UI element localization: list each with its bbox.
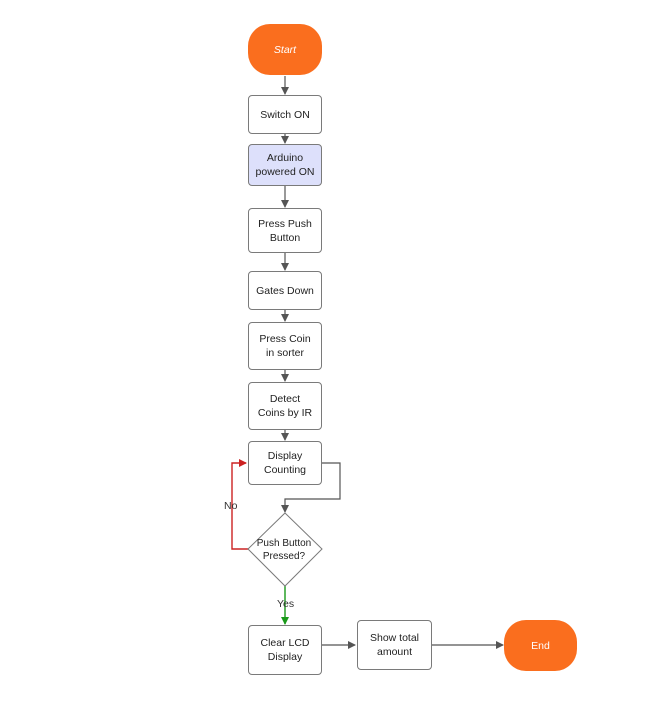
press-coin-label: Press Coin in sorter — [259, 333, 311, 359]
no-label: No — [224, 500, 238, 512]
yes-label: Yes — [277, 598, 295, 610]
switch-on-label: Switch ON — [260, 108, 310, 121]
arrow-no-loop — [231, 459, 249, 550]
press-push-button-step: Press Push Button — [248, 208, 322, 253]
switch-on-step: Switch ON — [248, 95, 322, 134]
detect-coins-label: Detect Coins by IR — [257, 393, 313, 419]
display-counting-label: Display Counting — [263, 450, 307, 476]
show-total-label: Show total amount — [369, 632, 420, 658]
arduino-powered-label: Arduino powered ON — [255, 152, 315, 178]
clear-lcd-label: Clear LCD Display — [260, 637, 310, 663]
clear-lcd-step: Clear LCD Display — [248, 625, 322, 675]
press-coin-step: Press Coin in sorter — [248, 322, 322, 370]
arrow-display-to-decision — [281, 462, 341, 513]
start-terminal: Start — [248, 24, 322, 75]
gates-down-step: Gates Down — [248, 271, 322, 310]
end-terminal: End — [504, 620, 577, 671]
decision-label: Push Button Pressed? — [256, 538, 312, 562]
gates-down-label: Gates Down — [256, 284, 314, 297]
start-label: Start — [273, 43, 297, 56]
display-counting-step: Display Counting — [248, 441, 322, 485]
show-total-step: Show total amount — [357, 620, 432, 670]
detect-coins-step: Detect Coins by IR — [248, 382, 322, 430]
end-label: End — [531, 639, 550, 652]
arduino-powered-step: Arduino powered ON — [248, 144, 322, 186]
press-push-button-label: Press Push Button — [258, 217, 312, 244]
decision-diamond — [247, 512, 323, 587]
